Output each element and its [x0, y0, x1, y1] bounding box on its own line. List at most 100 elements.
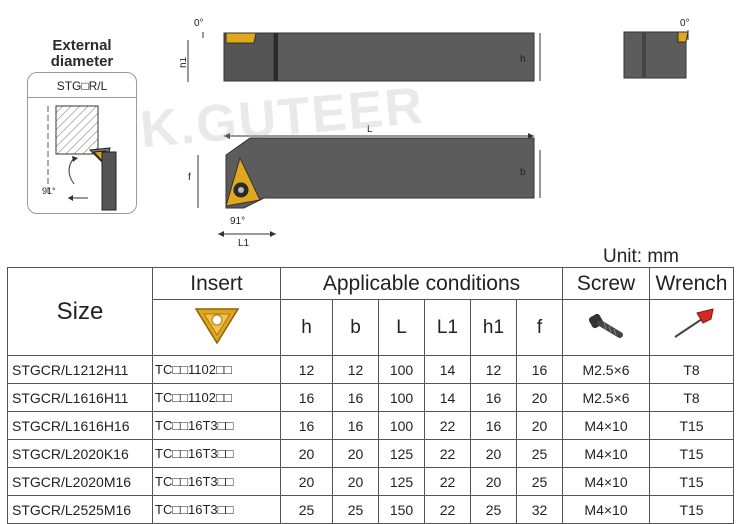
h1-cell: 16: [470, 383, 517, 412]
wrench-cell: T8: [649, 383, 735, 412]
insert-image-cell: [152, 299, 281, 356]
size-cell: STGCR/L2020K16: [7, 439, 153, 468]
sub-header-h1: h1: [470, 299, 517, 356]
dim-h1-label: h1: [180, 56, 189, 68]
b-cell: 12: [332, 355, 379, 384]
L1-cell: 14: [424, 355, 471, 384]
divider: [28, 97, 136, 98]
torx-screw-icon: [588, 313, 624, 338]
dim-h-label: h: [520, 54, 526, 65]
dim-91-label: 91°: [230, 216, 245, 227]
insert-cell: TC□□16T3□□: [152, 439, 281, 468]
b-cell: 16: [332, 411, 379, 440]
external-diameter-title: External diameter: [50, 37, 114, 70]
wrench-cell: T15: [649, 439, 735, 468]
insert-header: Insert: [152, 267, 281, 300]
size-header: Size: [7, 267, 153, 356]
table-row: STGCR/L2525M16 TC□□16T3□□ 25 25 150 22 2…: [7, 495, 735, 524]
size-cell: STGCR/L1616H16: [7, 411, 153, 440]
triangular-insert-icon: [194, 308, 239, 345]
h-cell: 20: [280, 439, 333, 468]
wrench-cell: T15: [649, 467, 735, 496]
conditions-header: Applicable conditions: [279, 267, 564, 300]
screw-image-cell: [562, 299, 651, 356]
zero-angle-label-right: 0°: [680, 18, 690, 29]
f-cell: 32: [515, 495, 564, 524]
external-code-label: STG□R/L: [56, 79, 108, 93]
f-cell: 25: [515, 467, 564, 496]
h1-cell: 20: [470, 439, 517, 468]
b-cell: 16: [332, 383, 379, 412]
L-cell: 125: [378, 467, 425, 496]
turning-operation-icon: 91°: [42, 105, 117, 211]
sub-header-L1: L1: [424, 299, 471, 356]
size-cell: STGCR/L2020M16: [7, 467, 153, 496]
screw-cell: M4×10: [562, 495, 651, 524]
screw-cell: M4×10: [562, 467, 651, 496]
h-cell: 16: [280, 383, 333, 412]
insert-cell: TC□□16T3□□: [152, 495, 281, 524]
zero-angle-label: 0°: [194, 18, 204, 29]
wrench-header: Wrench: [649, 267, 735, 300]
L-cell: 150: [378, 495, 425, 524]
size-cell: STGCR/L2525M16: [7, 495, 153, 524]
screw-header: Screw: [562, 267, 651, 300]
L-cell: 100: [378, 411, 425, 440]
f-cell: 20: [515, 383, 564, 412]
L1-cell: 22: [424, 495, 471, 524]
b-cell: 25: [332, 495, 379, 524]
table-row: STGCR/L1212H11 TC□□1102□□ 12 12 100 14 1…: [7, 355, 735, 384]
dim-L-label: L: [367, 124, 373, 135]
h-cell: 16: [280, 411, 333, 440]
table-row: STGCR/L2020K16 TC□□16T3□□ 20 20 125 22 2…: [7, 439, 735, 468]
sub-header-b: b: [332, 299, 379, 356]
screw-cell: M2.5×6: [562, 355, 651, 384]
technical-drawing: External diameter STG□R/L 91° 0°: [27, 18, 690, 249]
end-view-drawing: 0°: [623, 18, 690, 79]
dim-f-label: f: [188, 172, 191, 183]
insert-cell: TC□□16T3□□: [152, 411, 281, 440]
L1-cell: 22: [424, 439, 471, 468]
torx-wrench-icon: [673, 308, 714, 338]
wrench-image-cell: [649, 299, 735, 356]
insert-cell: TC□□16T3□□: [152, 467, 281, 496]
external-diameter-diagram: STG□R/L 91°: [27, 72, 137, 214]
size-cell: STGCR/L1616H11: [7, 383, 153, 412]
dim-b-label: b: [520, 167, 526, 178]
L1-cell: 14: [424, 383, 471, 412]
screw-cell: M2.5×6: [562, 383, 651, 412]
h-cell: 12: [280, 355, 333, 384]
sub-header-f: f: [515, 299, 564, 356]
b-cell: 20: [332, 467, 379, 496]
h1-cell: 20: [470, 467, 517, 496]
spec-table: Size Insert Applicable conditions Screw …: [7, 267, 735, 524]
wrench-cell: T15: [649, 495, 735, 524]
table-row: STGCR/L2020M16 TC□□16T3□□ 20 20 125 22 2…: [7, 467, 735, 496]
angle-label: 91°: [42, 186, 56, 196]
h-cell: 25: [280, 495, 333, 524]
h1-cell: 25: [470, 495, 517, 524]
b-cell: 20: [332, 439, 379, 468]
screw-cell: M4×10: [562, 411, 651, 440]
sub-header-h: h: [280, 299, 333, 356]
h-cell: 20: [280, 467, 333, 496]
wrench-cell: T15: [649, 411, 735, 440]
unit-label: Unit: mm: [603, 246, 679, 267]
table-row: STGCR/L1616H16 TC□□16T3□□ 16 16 100 22 1…: [7, 411, 735, 440]
insert-cell: TC□□1102□□: [152, 383, 281, 412]
f-cell: 16: [515, 355, 564, 384]
L1-cell: 22: [424, 411, 471, 440]
table-row: STGCR/L1616H11 TC□□1102□□ 16 16 100 14 1…: [7, 383, 735, 412]
h1-cell: 16: [470, 411, 517, 440]
L-cell: 100: [378, 383, 425, 412]
tool-holder-drawing: 0° h1 h L f b 91° L1: [180, 18, 541, 249]
sub-header-L: L: [378, 299, 425, 356]
f-cell: 20: [515, 411, 564, 440]
f-cell: 25: [515, 439, 564, 468]
wrench-cell: T8: [649, 355, 735, 384]
screw-cell: M4×10: [562, 439, 651, 468]
h1-cell: 12: [470, 355, 517, 384]
size-cell: STGCR/L1212H11: [7, 355, 153, 384]
L1-cell: 22: [424, 467, 471, 496]
insert-cell: TC□□1102□□: [152, 355, 281, 384]
